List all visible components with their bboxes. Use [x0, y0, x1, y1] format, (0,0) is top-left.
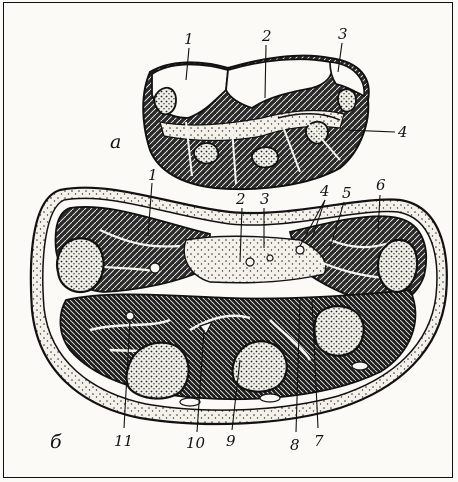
panel-b-label-11: 11 [114, 432, 133, 450]
panel-b-bone-right [378, 240, 417, 292]
panel-b-label-4: 4 [319, 182, 330, 200]
panel-b-label-3: 3 [260, 190, 270, 208]
panel-b-label-9: 9 [226, 432, 236, 450]
panel-a-label-4: 4 [397, 123, 408, 141]
panel-b-bone-left [57, 238, 104, 292]
panel-a-bone-3 [252, 147, 278, 167]
panel-b-bone-bottom-2 [233, 341, 287, 391]
panel-a-bone-5 [338, 89, 356, 111]
panel-b-label-6: 6 [376, 176, 386, 194]
panel-b-label-10: 10 [186, 434, 206, 452]
panel-b-label-5: 5 [342, 184, 352, 202]
panel-a-label-1: 1 [184, 30, 194, 48]
panel-a-section [143, 56, 369, 189]
panel-b-section [31, 188, 447, 424]
panel-b-label-8: 8 [290, 436, 300, 454]
panel-a-bone-1 [154, 88, 176, 115]
panel-a-label-3: 3 [338, 25, 348, 43]
panel-a-bone-2 [194, 143, 218, 163]
panel-b-bone-bottom-3 [315, 306, 364, 356]
panel-b-label-2: 2 [235, 190, 246, 208]
panel-b-label-7: 7 [314, 432, 324, 450]
panel-a-label-2: 2 [261, 27, 272, 45]
panel-b-fat-pad [184, 236, 325, 283]
panel-b-letter: б [50, 431, 62, 453]
panel-b-label-1: 1 [148, 166, 158, 184]
panel-a-letter: а [110, 131, 121, 153]
